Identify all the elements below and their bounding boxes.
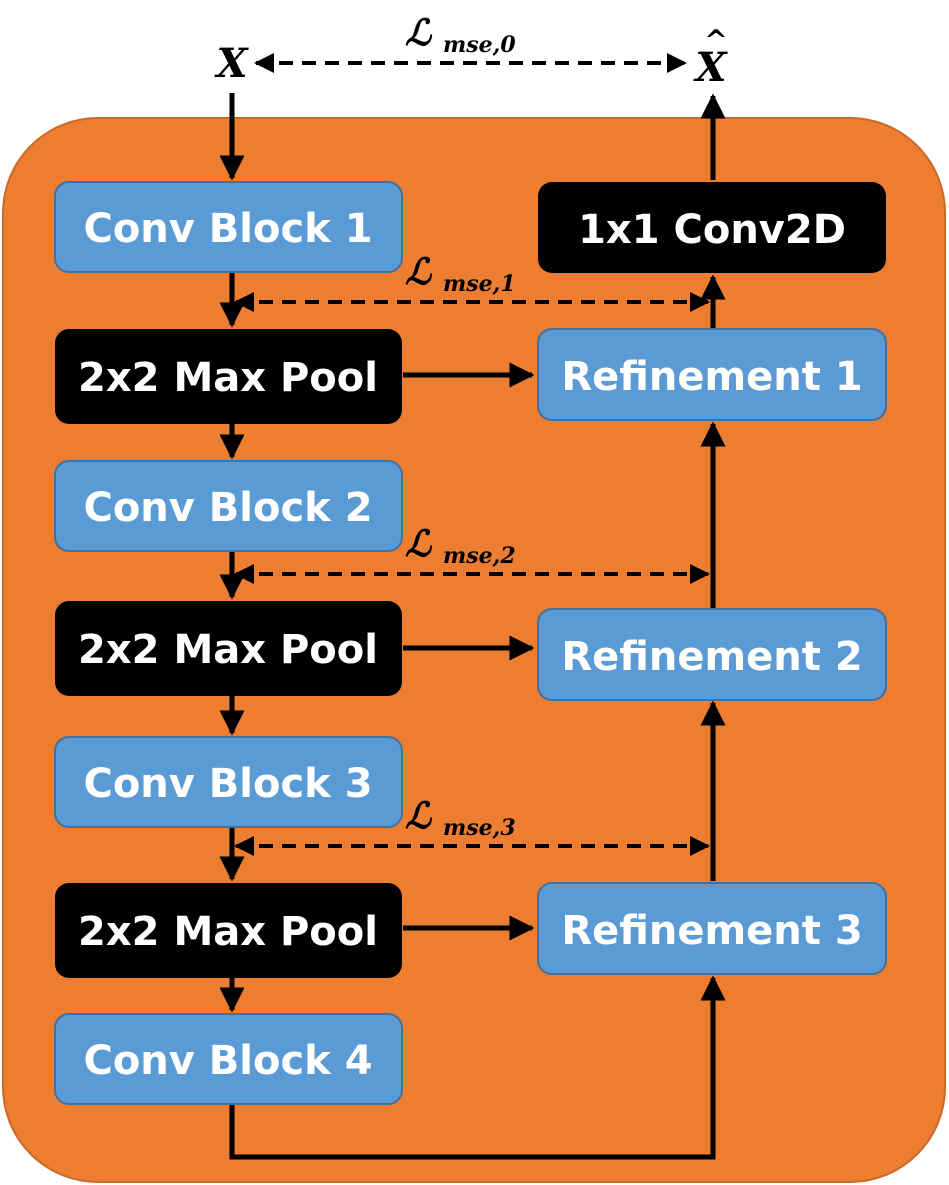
max-pool-2-label: 2x2 Max Pool [78, 627, 378, 673]
max-pool-2: 2x2 Max Pool [55, 601, 402, 696]
max-pool-3-label: 2x2 Max Pool [78, 909, 378, 955]
output-x-hat: X ^ [692, 24, 728, 91]
conv-block-1: Conv Block 1 [54, 181, 403, 273]
refinement-2-label: Refinement 2 [561, 634, 862, 680]
loss-label-0-sub: mse,0 [443, 32, 516, 58]
loss-label-1-sub: mse,1 [443, 271, 516, 297]
conv-block-2: Conv Block 2 [54, 460, 403, 552]
loss-label-3: ℒ mse,3 [405, 795, 516, 841]
loss-label-1-script: ℒ [405, 251, 433, 293]
refinement-3-label: Refinement 3 [561, 908, 862, 954]
loss-label-3-script: ℒ [405, 795, 433, 837]
connectors [219, 93, 726, 1160]
max-pool-3: 2x2 Max Pool [55, 883, 402, 978]
refinement-1-label: Refinement 1 [561, 354, 862, 400]
loss-label-3-sub: mse,3 [443, 815, 516, 841]
loss-label-2-sub: mse,2 [443, 543, 516, 569]
conv-block-4: Conv Block 4 [54, 1013, 403, 1105]
conv-block-1-label: Conv Block 1 [83, 206, 372, 252]
output-hat-accent: ^ [704, 24, 727, 57]
loss-label-1: ℒ mse,1 [405, 251, 516, 297]
conv2d-1x1-label: 1x1 Conv2D [578, 207, 846, 253]
refinement-1: Refinement 1 [537, 328, 887, 421]
loss-label-2: ℒ mse,2 [405, 523, 516, 569]
max-pool-1-label: 2x2 Max Pool [78, 355, 378, 401]
loss-label-2-script: ℒ [405, 523, 433, 565]
arrow-conv4-to-ref3 [229, 975, 726, 1160]
conv-block-4-label: Conv Block 4 [83, 1038, 372, 1084]
refinement-3: Refinement 3 [537, 882, 887, 975]
conv-block-3: Conv Block 3 [54, 736, 403, 828]
conv-block-3-label: Conv Block 3 [83, 761, 372, 807]
loss-arrows [234, 53, 710, 856]
refinement-2: Refinement 2 [537, 608, 887, 701]
input-x-label: X [213, 40, 249, 87]
loss-label-0: ℒ mse,0 [405, 12, 516, 58]
loss-label-0-script: ℒ [405, 12, 433, 54]
output-x-label: X [692, 44, 728, 91]
conv-block-2-label: Conv Block 2 [83, 485, 372, 531]
conv2d-1x1: 1x1 Conv2D [538, 182, 886, 273]
max-pool-1: 2x2 Max Pool [55, 329, 402, 424]
